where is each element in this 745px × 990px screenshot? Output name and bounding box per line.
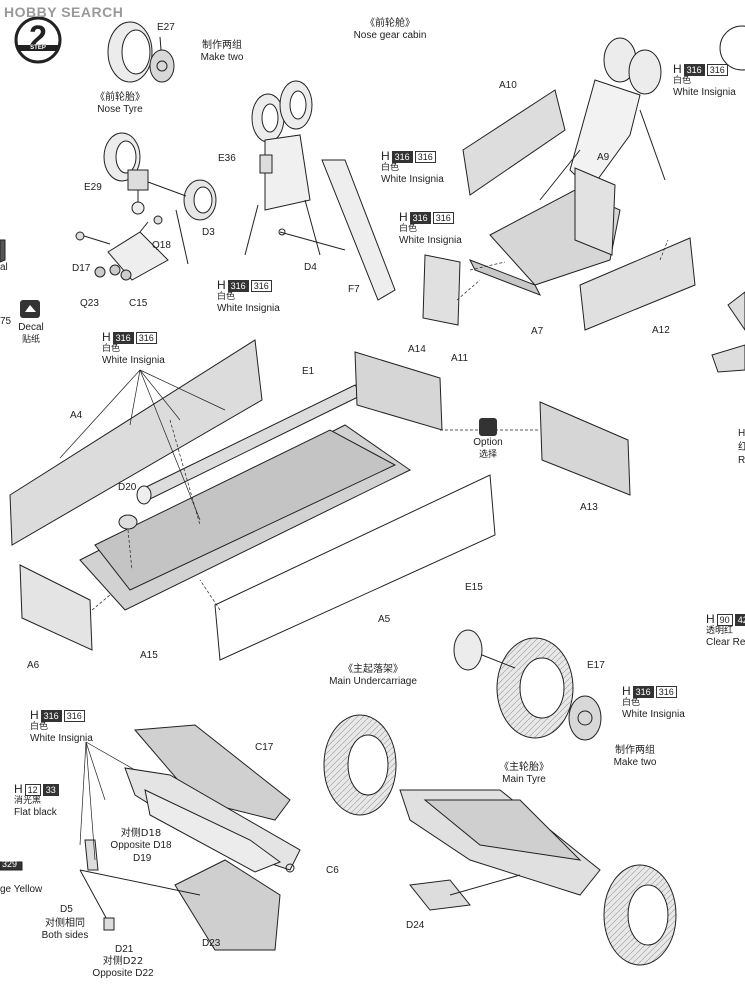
part-label-d21: D21 <box>115 944 134 955</box>
part-label-q18: Q18 <box>152 240 171 251</box>
option-icon <box>479 418 497 436</box>
part-label-d19: D19 <box>133 853 152 864</box>
step-label: STEP <box>18 45 58 51</box>
opp-d18-caption: 对侧D18 Opposite D18 <box>108 828 174 852</box>
part-label-a5: A5 <box>378 614 391 625</box>
part-label-q23: Q23 <box>80 298 99 309</box>
part-label-a10: A10 <box>499 80 517 91</box>
paint-callout-clear-red: H9042 透明红 Clear Re <box>706 613 745 648</box>
main-wheel-assembly <box>453 629 602 741</box>
part-label-d20: D20 <box>118 482 137 493</box>
decal-icon <box>20 300 40 318</box>
part-label-a13: A13 <box>580 502 598 513</box>
part-label-d3: D3 <box>202 227 215 238</box>
part-label-d24: D24 <box>406 920 425 931</box>
edge-text-yellow: ge Yellow <box>0 884 43 895</box>
both-sides-cn: 对侧相同 <box>45 918 85 929</box>
part-label-e36: E36 <box>218 153 236 164</box>
nose-tyre-caption: 《前轮胎》 Nose Tyre <box>84 92 156 116</box>
part-label-a9: A9 <box>597 152 610 163</box>
nose-tyre-part <box>107 21 175 83</box>
left-edge-parts <box>0 239 23 871</box>
main-uc-caption: 《主起落架》 Main Undercarriage <box>318 664 428 688</box>
part-label-a6: A6 <box>27 660 40 671</box>
main-undercarriage-assembly <box>323 714 677 966</box>
part-label-a4: A4 <box>70 410 83 421</box>
part-label-e1: E1 <box>302 366 315 377</box>
opp-d22-cn: 对侧D22 <box>102 956 144 967</box>
part-label-c6: C6 <box>326 865 339 876</box>
make-two2-en: Make two <box>613 757 657 768</box>
part-label-d5: D5 <box>60 904 73 915</box>
part-label-f7: F7 <box>348 284 360 295</box>
main-uc-cn: 《主起落架》 <box>343 664 403 675</box>
main-uc-en: Main Undercarriage <box>329 676 417 687</box>
option-cn: 选择 <box>478 450 497 460</box>
decal-number: 75 <box>0 316 12 327</box>
part-label-e17: E17 <box>587 660 605 671</box>
decal-cn: 贴纸 <box>21 335 40 345</box>
make-two-cn: 制作两组 <box>202 40 242 51</box>
opp-d18-en: Opposite D18 <box>110 840 172 851</box>
opp-d22-caption: 对侧D22 Opposite D22 <box>90 956 156 980</box>
opp-d22-en: Opposite D22 <box>92 968 154 979</box>
part-label-c17: C17 <box>255 742 274 753</box>
part-label-e27: E27 <box>157 22 175 33</box>
nose-gear-cabin-en: Nose gear cabin <box>353 30 427 41</box>
edge-text-hong: 红 <box>738 442 745 453</box>
make-two-en: Make two <box>200 52 244 63</box>
decal-caption: Decal 贴纸 <box>14 322 48 346</box>
nose-tyre-cn: 《前轮胎》 <box>95 92 145 103</box>
part-label-d23: D23 <box>202 938 221 949</box>
part-label-a14: A14 <box>408 344 426 355</box>
nose-strut-assembly <box>244 80 396 301</box>
watermark-logo: HOBBY SEARCH <box>4 4 124 20</box>
part-label-d17: D17 <box>72 263 91 274</box>
make-two2-cn: 制作两组 <box>615 745 655 756</box>
option-en: Option <box>473 437 503 448</box>
part-label-e15: E15 <box>465 582 483 593</box>
make-two-caption: 制作两组 Make two <box>186 40 258 64</box>
part-label-a12: A12 <box>652 325 670 336</box>
main-tyre-caption: 《主轮胎》 Main Tyre <box>486 762 562 786</box>
part-label-a7: A7 <box>531 326 544 337</box>
both-sides-en: Both sides <box>41 930 89 941</box>
edge-text-al: al <box>0 262 8 273</box>
nose-tyre-en: Nose Tyre <box>97 104 143 115</box>
step-badge-graphic <box>14 16 62 64</box>
nose-gear-cabin-caption: 《前轮舱》 Nose gear cabin <box>340 18 440 42</box>
part-label-a15: A15 <box>140 650 158 661</box>
nose-gear-cabin-cn: 《前轮舱》 <box>365 18 415 29</box>
main-tyre-en: Main Tyre <box>502 774 546 785</box>
edge-text-r: R <box>738 455 745 466</box>
decal-en: Decal <box>18 322 44 333</box>
opp-d18-cn: 对侧D18 <box>120 828 162 839</box>
make-two2-caption: 制作两组 Make two <box>600 745 670 769</box>
main-bay-assembly <box>9 239 669 661</box>
nose-gear-cabin-assembly <box>422 37 696 331</box>
part-label-e29: E29 <box>84 182 102 193</box>
part-label-c15: C15 <box>129 298 148 309</box>
both-sides-caption: 对侧相同 Both sides <box>34 918 96 942</box>
edge-paint-code-329: 329 <box>2 859 18 869</box>
main-tyre-cn: 《主轮胎》 <box>499 762 549 773</box>
nose-wheel-assembly-left <box>75 132 217 281</box>
option-caption: Option 选择 <box>466 437 510 461</box>
frame-assembly <box>79 724 301 951</box>
part-label-d4: D4 <box>304 262 317 273</box>
right-edge-parts <box>711 25 745 373</box>
part-label-a11: A11 <box>451 353 469 364</box>
edge-text-h: H <box>738 428 745 439</box>
step-badge: 2 STEP <box>16 18 60 62</box>
